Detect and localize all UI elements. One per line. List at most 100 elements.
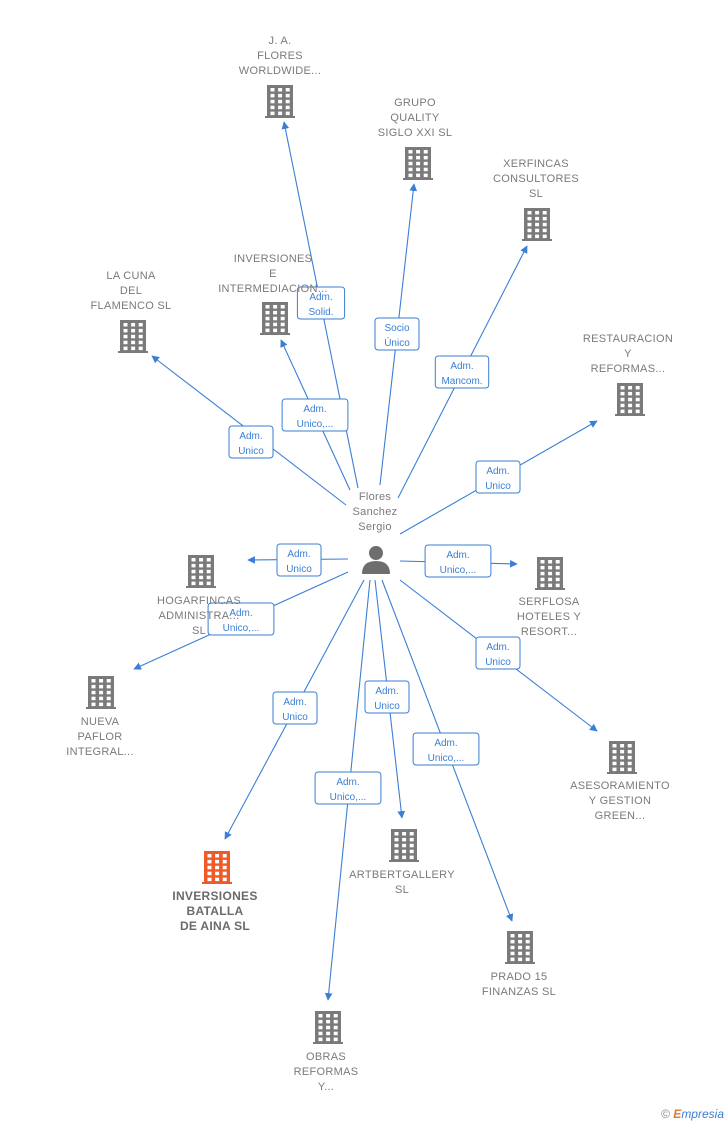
brand-logo-text: mpresia [681, 1107, 724, 1121]
building-icon[interactable] [522, 208, 552, 241]
company-label-artbertgallery-line: SL [395, 884, 409, 896]
company-label-inversiones-e-line: INVERSIONES [234, 253, 313, 265]
relation-badge-text: Unico,... [428, 753, 465, 764]
company-label-la-cuna-line: DEL [120, 285, 142, 297]
relation-badge[interactable]: Adm.Unico,... [424, 544, 492, 578]
relation-badge[interactable]: Adm. Unico [364, 680, 410, 714]
brand-footer: © Empresia [661, 1107, 724, 1121]
relation-badge[interactable]: Adm. Unico [475, 636, 521, 670]
building-icon[interactable] [505, 931, 535, 964]
company-label-grupo-quality-line: GRUPO [394, 97, 436, 109]
relation-badge-text: Adm. [283, 697, 306, 708]
relation-badge-text: Unico [238, 446, 264, 457]
building-icon[interactable] [260, 302, 290, 335]
company-label-inversiones-batalla-line: DE AINA SL [180, 919, 250, 933]
relation-badge[interactable]: Adm.Unico [276, 543, 322, 577]
company-label-asesoramiento-line: ASESORAMIENTO [570, 780, 670, 792]
company-label-la-cuna-line: LA CUNA [106, 270, 156, 282]
relation-badge[interactable]: Adm. Unico [272, 691, 318, 725]
building-icon[interactable] [403, 147, 433, 180]
company-label-artbertgallery: ARTBERTGALLERY SL [349, 869, 455, 896]
company-label-la-cuna-line: FLAMENCO SL [91, 300, 172, 312]
relation-badge-text: Unico [374, 701, 400, 712]
building-icon[interactable] [86, 676, 116, 709]
company-label-asesoramiento-line: Y GESTION [589, 795, 651, 807]
company-label-restauracion-line: RESTAURACION [583, 333, 673, 345]
company-label-obras-reformas-line: Y... [318, 1081, 334, 1093]
company-label-inversiones-e: INVERSIONES E INTERMEDIACION... [218, 253, 328, 295]
relation-badge-text: Único [384, 336, 410, 349]
company-label-inversiones-e-line: INTERMEDIACION... [218, 283, 328, 295]
company-label-xerfincas-line: XERFINCAS [503, 158, 569, 170]
company-label-prado15-line: PRADO 15 [491, 971, 548, 983]
building-icon[interactable] [607, 741, 637, 774]
company-label-serflosa-line: HOTELES Y [517, 611, 582, 623]
company-label-xerfincas: XERFINCAS CONSULTORES SL [493, 158, 579, 200]
relation-badge[interactable]: Adm.Unico,... [281, 398, 349, 432]
company-label-serflosa-line: SERFLOSA [518, 596, 579, 608]
person-name-line: Flores [359, 491, 392, 503]
relation-badge-text: Unico [485, 481, 511, 492]
company-label-asesoramiento: ASESORAMIENTO Y GESTION GREEN... [570, 780, 670, 822]
person-name-line: Sanchez [353, 506, 398, 518]
company-label-obras-reformas-line: OBRAS [306, 1051, 346, 1063]
building-icon[interactable] [535, 557, 565, 590]
relation-badge-text: Adm. [450, 361, 473, 372]
company-label-ja-flores-line: FLORES [257, 50, 303, 62]
company-label-xerfincas-line: SL [529, 188, 543, 200]
relation-badge-text: Unico [485, 657, 511, 668]
company-label-prado15: PRADO 15 FINANZAS SL [482, 971, 556, 998]
company-label-artbertgallery-line: ARTBERTGALLERY [349, 869, 455, 881]
relation-badge-text: Unico [282, 712, 308, 723]
company-label-hogarfincas-line: HOGARFINCAS [157, 595, 241, 607]
building-icon[interactable] [615, 383, 645, 416]
relation-badge-text: Adm. [287, 549, 310, 560]
company-label-xerfincas-line: CONSULTORES [493, 173, 579, 185]
company-label-asesoramiento-line: GREEN... [595, 810, 646, 822]
person-icon[interactable] [362, 546, 390, 574]
company-label-inversiones-batalla-line: BATALLA [187, 904, 244, 918]
person-name-line: Sergio [358, 521, 392, 533]
relation-badge[interactable]: Adm. Unico [228, 425, 274, 459]
building-icon[interactable] [186, 555, 216, 588]
relation-badge[interactable]: Adm.Unico,... [207, 602, 275, 636]
relation-badge-text: Adm. [375, 686, 398, 697]
company-label-ja-flores-line: WORLDWIDE... [239, 65, 321, 77]
relation-badge[interactable]: Adm.Solid. [296, 286, 346, 320]
building-icon[interactable] [389, 829, 419, 862]
company-label-grupo-quality-line: SIGLO XXI SL [378, 127, 453, 139]
company-label-prado15-line: FINANZAS SL [482, 986, 556, 998]
relation-badge-text: Adm. [239, 431, 262, 442]
relation-badge[interactable]: Adm. Mancom. [434, 355, 490, 389]
relation-badge-text: Adm. [309, 292, 332, 303]
building-icon[interactable] [313, 1011, 343, 1044]
relation-badge-text: Unico,... [223, 623, 260, 634]
relation-badge[interactable]: Adm.Unico,... [412, 732, 480, 766]
building-icon[interactable] [202, 851, 232, 884]
copyright-icon: © [661, 1107, 670, 1121]
relation-badge[interactable]: Adm.Unico,... [314, 771, 382, 805]
brand-logo-initial: E [673, 1107, 682, 1121]
building-icon[interactable] [265, 85, 295, 118]
company-label-restauracion-line: Y [624, 348, 632, 360]
building-icon[interactable] [118, 320, 148, 353]
relation-badge-text: Unico,... [297, 419, 334, 430]
relation-badge-text: Adm. [336, 777, 359, 788]
relation-badge-text: Adm. [486, 466, 509, 477]
relation-badge-text: Mancom. [441, 376, 482, 387]
relation-badge[interactable]: Adm. Unico [475, 460, 521, 494]
company-label-inversiones-e-line: E [269, 268, 277, 280]
relation-badge-text: Adm. [486, 642, 509, 653]
relation-badge-text: Adm. [446, 550, 469, 561]
company-label-la-cuna: LA CUNA DEL FLAMENCO SL [91, 270, 172, 312]
company-label-hogarfincas-line: ADMINISTRA... [159, 610, 240, 622]
